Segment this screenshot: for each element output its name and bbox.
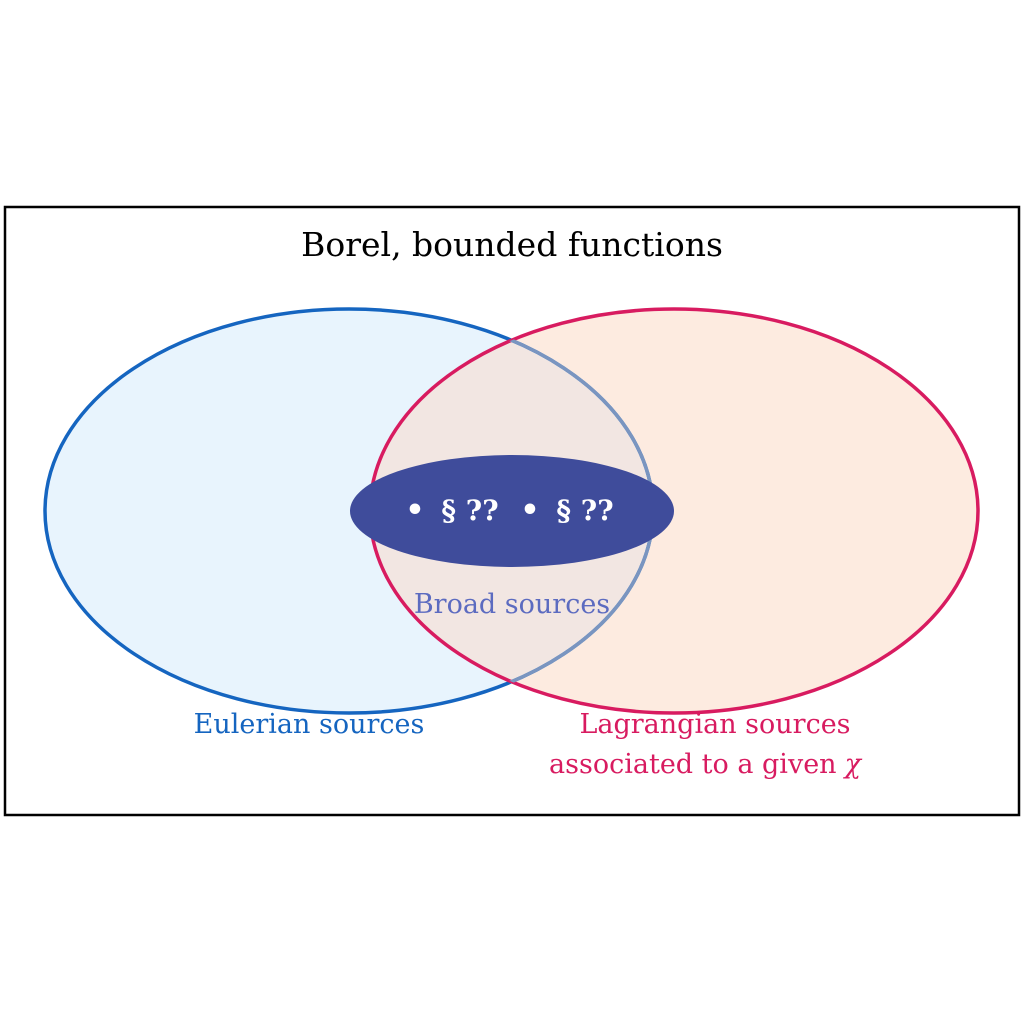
eulerian-sources-label: Eulerian sources [194, 709, 425, 740]
universe-title: Borel, bounded functions [301, 225, 723, 264]
broad-sources-region [350, 455, 674, 567]
reference-link-1[interactable]: § ?? [441, 494, 498, 527]
reference-link-2[interactable]: § ?? [556, 494, 613, 527]
reference-bullet-1: • [405, 493, 424, 528]
lagrangian-sources-label-line1: Lagrangian sources [579, 709, 850, 740]
chi-symbol: χ [843, 749, 863, 780]
reference-bullet-2: • [520, 493, 539, 528]
lagrangian-label-text: associated to a given [549, 749, 837, 780]
broad-sources-label: Broad sources [414, 589, 610, 620]
intersection-region [370, 309, 653, 713]
